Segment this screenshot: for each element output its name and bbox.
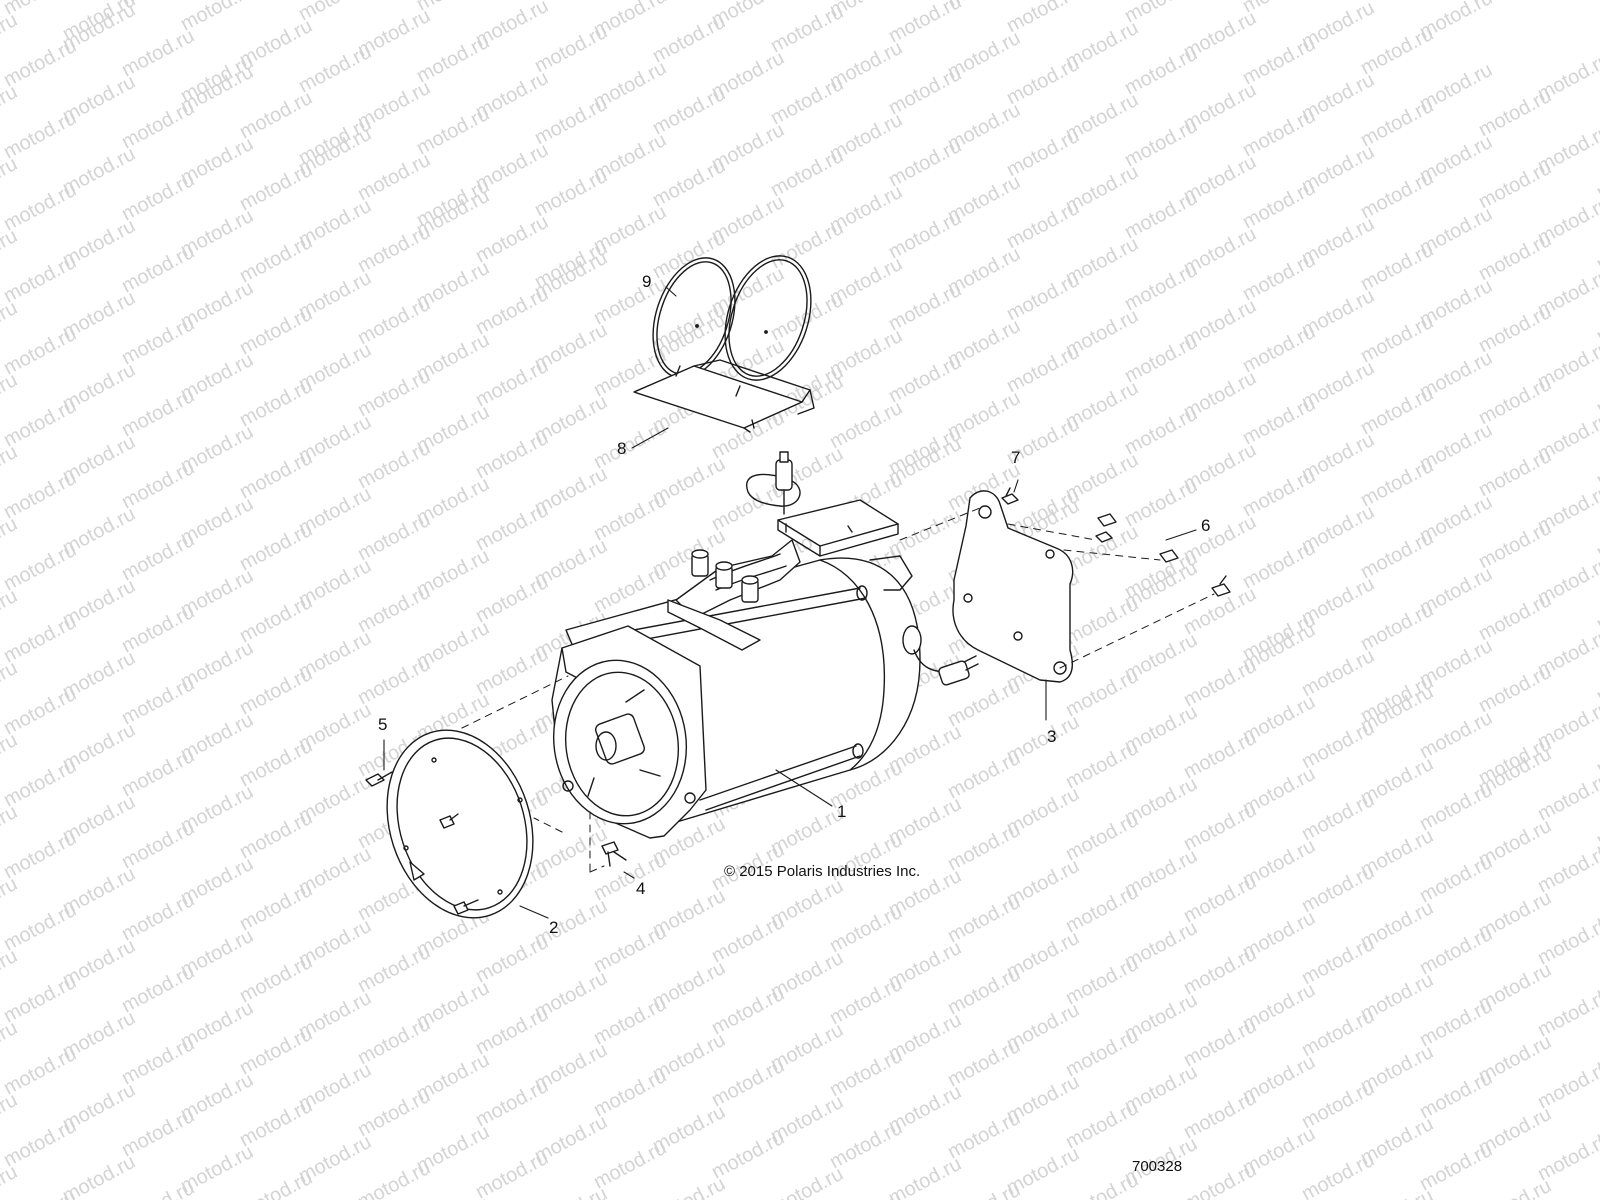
copyright-notice: © 2015 Polaris Industries Inc.: [724, 863, 921, 880]
figure-number: 700328: [1132, 1158, 1183, 1175]
drive-motor: [551, 451, 979, 839]
end-gasket: [386, 729, 534, 919]
callout-1: 1: [837, 802, 847, 821]
mounting-bracket: [952, 490, 1074, 683]
callout-8: 8: [617, 439, 627, 458]
strap-clamps: [652, 255, 812, 381]
callout-3: 3: [1047, 727, 1057, 746]
assembly-lines: [461, 507, 1215, 873]
leader-lines: [383, 286, 1197, 919]
callout-2: 2: [549, 918, 559, 937]
callout-5: 5: [378, 715, 388, 734]
shield-plate: [633, 359, 815, 433]
callout-7: 7: [1011, 448, 1021, 467]
callout-6: 6: [1201, 516, 1211, 535]
callout-9: 9: [642, 272, 652, 291]
terminal-posts: [691, 549, 759, 603]
bolts: [365, 487, 1231, 915]
callout-4: 4: [636, 879, 646, 898]
